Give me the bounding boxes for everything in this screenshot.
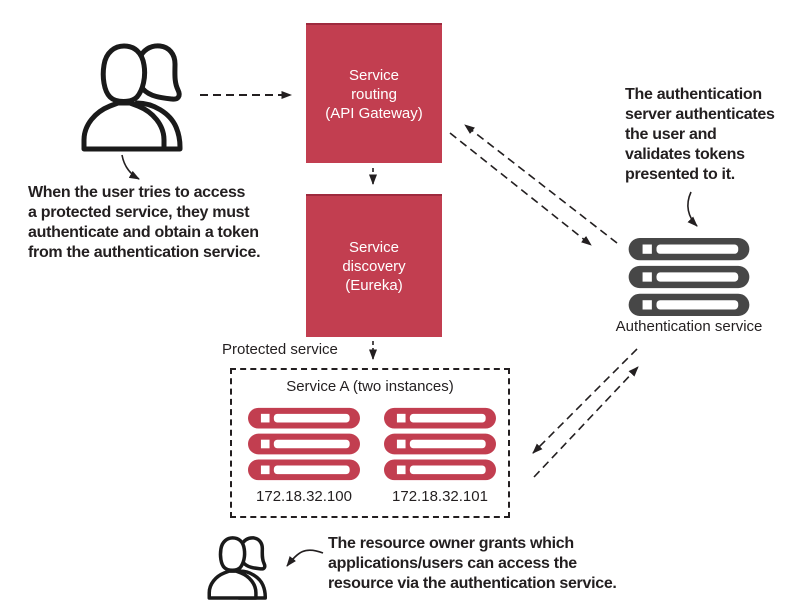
note-line: validates tokens	[625, 146, 745, 163]
note-line: from the authentication service.	[28, 244, 261, 261]
service-a-instance-1-server-icon	[248, 407, 360, 481]
pointer-note-to-auth-server	[687, 191, 698, 227]
note-line: The authentication	[625, 86, 762, 103]
auth-server-icon	[628, 238, 750, 316]
service-routing-label: Service routing (API Gateway)	[325, 66, 423, 122]
note-line: When the user tries to access	[28, 184, 246, 201]
resource-note: The resource owner grants which applicat…	[328, 534, 617, 594]
note-line: The resource owner grants which	[328, 535, 574, 552]
auth-service-label: Authentication service	[615, 318, 763, 335]
note-line: resource via the authentication service.	[328, 575, 617, 592]
note-line: authenticate and obtain a token	[28, 224, 259, 241]
protected-service-label: Protected service	[222, 341, 338, 358]
service-a-title: Service A (two instances)	[286, 378, 454, 395]
pointer-note-to-resource-owner	[286, 549, 324, 567]
auth-note: The authentication server authenticates …	[625, 85, 775, 185]
note-line: applications/users can access the	[328, 555, 577, 572]
instance-1-ip: 172.18.32.100	[256, 488, 352, 505]
instance-2-ip: 172.18.32.101	[392, 488, 488, 505]
arrow-gateway-to-auth	[449, 132, 592, 246]
service-discovery-label: Service discovery (Eureka)	[342, 239, 406, 294]
users-icon	[81, 43, 183, 152]
arrow-auth-to-gateway	[464, 124, 618, 244]
note-line: presented to it.	[625, 166, 735, 183]
service-a-instance-2-server-icon	[384, 407, 496, 481]
resource-owner-users-icon	[207, 536, 267, 600]
service-routing-node: Service routing (API Gateway)	[306, 23, 442, 163]
note-line: the user and	[625, 126, 717, 143]
arrow-protected-to-auth	[533, 366, 639, 478]
protected-service-box: Service A (two instances)	[230, 368, 510, 518]
note-line: a protected service, they must	[28, 204, 250, 221]
arrow-auth-to-protected	[532, 348, 638, 454]
user-note: When the user tries to access a protecte…	[28, 183, 261, 263]
pointer-users-to-note	[121, 154, 140, 180]
service-discovery-node: Service discovery (Eureka)	[306, 194, 442, 337]
note-line: server authenticates	[625, 106, 775, 123]
